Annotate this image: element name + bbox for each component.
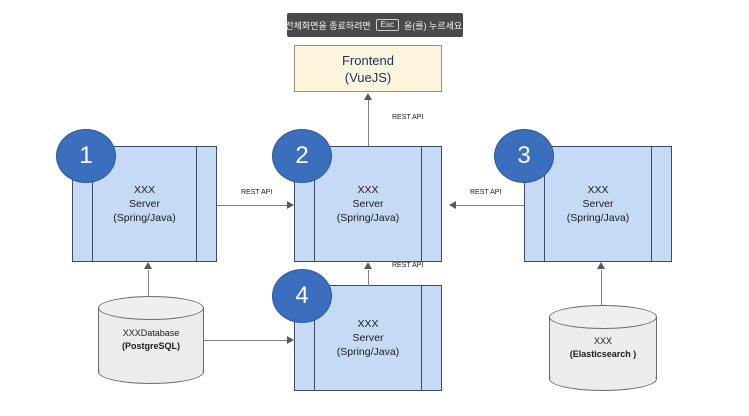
- frontend-title: Frontend: [341, 52, 395, 68]
- arrow-up-server3: [597, 262, 605, 269]
- edge-database1-to-server1: [148, 270, 149, 298]
- edge-server4-to-server2: [368, 270, 369, 286]
- esc-key-badge: Esc: [375, 19, 399, 31]
- server3-line2: Server: [582, 198, 614, 210]
- db1-line2: (PostgreSQL): [121, 341, 180, 351]
- edge-database1-to-server4: [204, 340, 287, 341]
- badge-1-number: 1: [79, 142, 93, 169]
- badge-4[interactable]: 4: [272, 269, 332, 323]
- db2-line2: (Elasticsearch ): [569, 349, 637, 359]
- server2-line2: Server: [352, 198, 384, 210]
- server1-line1: XXX: [133, 184, 155, 196]
- edge-server1-to-server2: [217, 205, 287, 206]
- node-frontend[interactable]: Frontend (VueJS): [294, 45, 442, 92]
- badge-2[interactable]: 2: [272, 129, 332, 183]
- arrow-right-server2: [287, 201, 294, 209]
- edge-label-server4-server2: REST API: [392, 262, 424, 269]
- arrow-up-frontend: [364, 93, 372, 100]
- frontend-subtitle: (VueJS): [344, 69, 392, 85]
- server2-left-bar: [295, 147, 315, 261]
- server2-label: XXX Server (Spring/Java): [315, 147, 421, 261]
- badge-3-number: 3: [517, 142, 531, 169]
- db2-line1: XXX: [593, 336, 612, 346]
- node-database-elasticsearch[interactable]: XXX (Elasticsearch ): [549, 305, 657, 391]
- server3-line1: XXX: [587, 184, 609, 196]
- arrow-right-server4: [287, 336, 294, 344]
- server4-right-bar: [421, 286, 441, 390]
- toast-text-after: 을(를) 누르세요.: [403, 20, 465, 31]
- db2-label: XXX (Elasticsearch ): [549, 335, 657, 361]
- node-database-postgresql[interactable]: XXXDatabase (PostgreSQL): [98, 296, 204, 384]
- server1-left-bar: [73, 147, 93, 261]
- badge-3[interactable]: 3: [494, 129, 554, 183]
- server4-left-bar: [295, 286, 315, 390]
- server1-line3: (Spring/Java): [113, 212, 176, 224]
- fullscreen-exit-toast: 전체화면을 종료하려면 Esc 을(를) 누르세요.: [285, 13, 465, 37]
- toast-text-before: 전체화면을 종료하려면: [285, 20, 371, 31]
- server1-right-bar: [196, 147, 216, 261]
- server2-right-bar: [421, 147, 441, 261]
- server4-line3: (Spring/Java): [336, 346, 400, 358]
- arrow-up-server2: [364, 262, 372, 269]
- edge-database2-to-server3: [601, 270, 602, 308]
- badge-1[interactable]: 1: [56, 129, 116, 183]
- edge-label-server1-server2: REST API: [241, 189, 273, 196]
- server1-line2: Server: [129, 198, 160, 210]
- server3-left-bar: [525, 147, 545, 261]
- server4-line2: Server: [352, 332, 384, 344]
- edge-server3-to-server2: [456, 205, 524, 206]
- server3-label: XXX Server (Spring/Java): [545, 147, 651, 261]
- arrow-left-server2: [449, 201, 456, 209]
- db1-label: XXXDatabase (PostgreSQL): [98, 327, 204, 353]
- server3-right-bar: [651, 147, 671, 261]
- server2-line1: XXX: [357, 184, 379, 196]
- server1-label: XXX Server (Spring/Java): [93, 147, 196, 261]
- arrow-up-server1: [144, 262, 152, 269]
- edge-server2-to-frontend: [368, 100, 369, 146]
- server3-line3: (Spring/Java): [566, 212, 630, 224]
- badge-2-number: 2: [295, 142, 309, 169]
- server2-line3: (Spring/Java): [336, 212, 400, 224]
- db1-cylinder-top: [98, 296, 204, 320]
- edge-label-server3-server2: REST API: [470, 189, 502, 196]
- server4-line1: XXX: [357, 318, 379, 330]
- db1-line1: XXXDatabase: [122, 328, 180, 338]
- server4-label: XXX Server (Spring/Java): [315, 286, 421, 390]
- badge-4-number: 4: [295, 282, 309, 309]
- db2-cylinder-top: [549, 305, 657, 329]
- edge-label-frontend-server2: REST API: [392, 114, 424, 121]
